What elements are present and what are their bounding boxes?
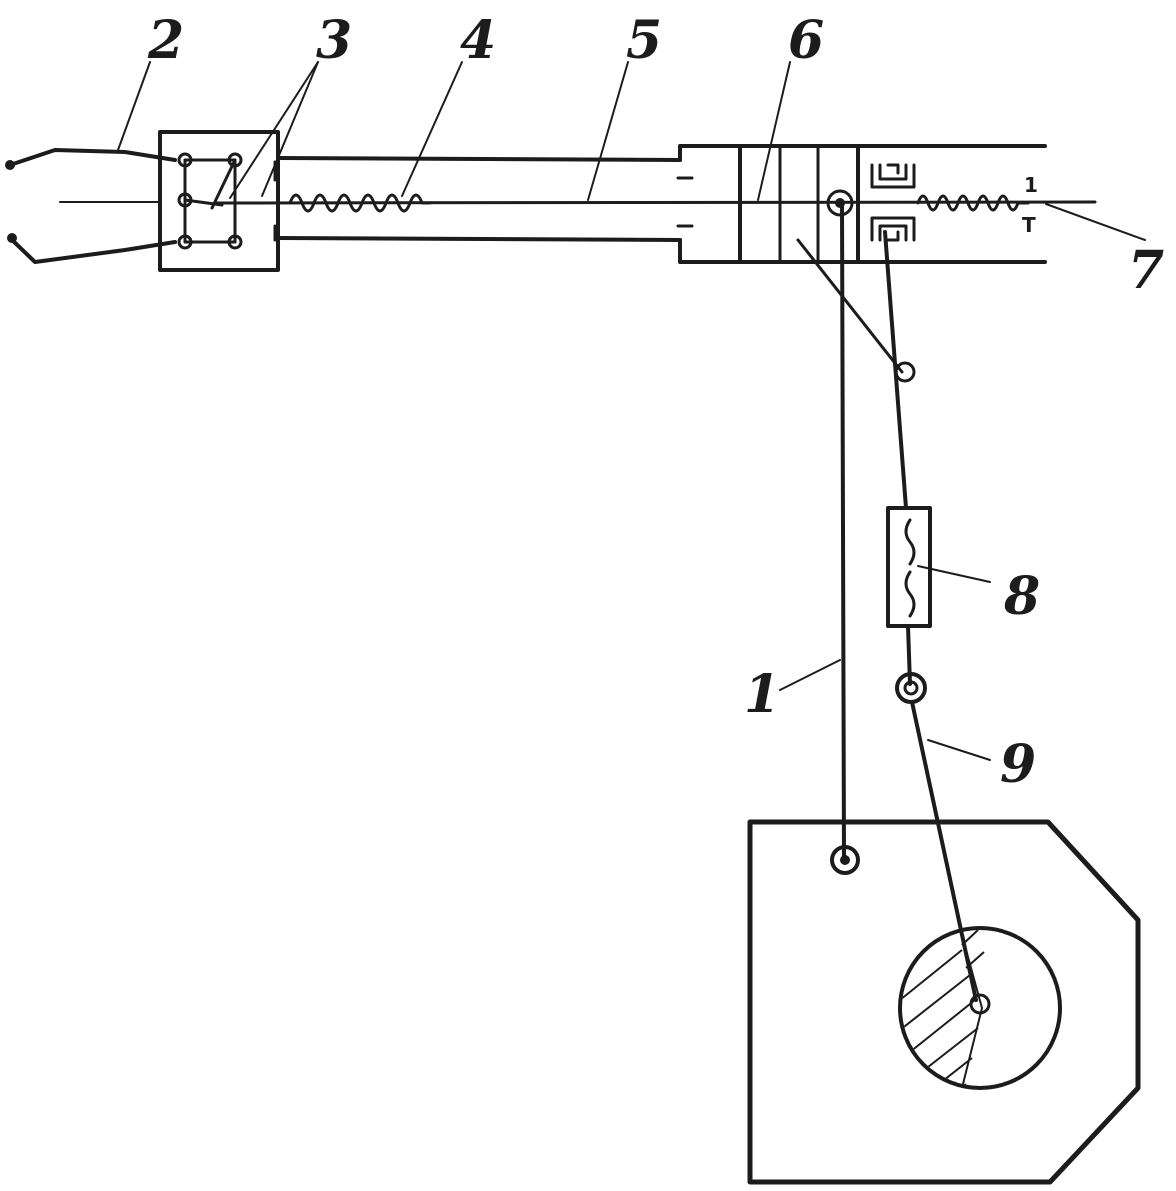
- clutch-coupling: [870, 163, 916, 242]
- spring-left: [288, 193, 432, 213]
- vertical-rod: [840, 201, 846, 860]
- gripper-jaws: [5, 148, 177, 264]
- label-8: 8: [1003, 566, 1040, 627]
- drum: [898, 926, 1062, 1090]
- label-5: 5: [626, 10, 662, 71]
- label-3: 3: [316, 10, 352, 71]
- housing-block: [738, 144, 1047, 264]
- part-labels: 2 3 4 5 6 7 8 1 9: [147, 10, 1164, 795]
- label-7: 7: [1128, 240, 1164, 301]
- base-plate: [747, 819, 1141, 1185]
- end-marks: 1 T: [1022, 173, 1038, 237]
- label-2: 2: [147, 10, 184, 71]
- leader-lines: [117, 61, 1146, 761]
- cable-upper: [883, 230, 908, 510]
- label-1: 1: [744, 664, 780, 725]
- arm-tube: [273, 144, 742, 264]
- gripper-head: [158, 130, 280, 272]
- spring-right: [916, 194, 1030, 212]
- end-mark-bottom: T: [1022, 213, 1036, 237]
- label-9: 9: [1000, 734, 1036, 795]
- label-6: 6: [788, 10, 824, 71]
- label-4: 4: [460, 10, 496, 71]
- end-mark-top: 1: [1024, 173, 1038, 197]
